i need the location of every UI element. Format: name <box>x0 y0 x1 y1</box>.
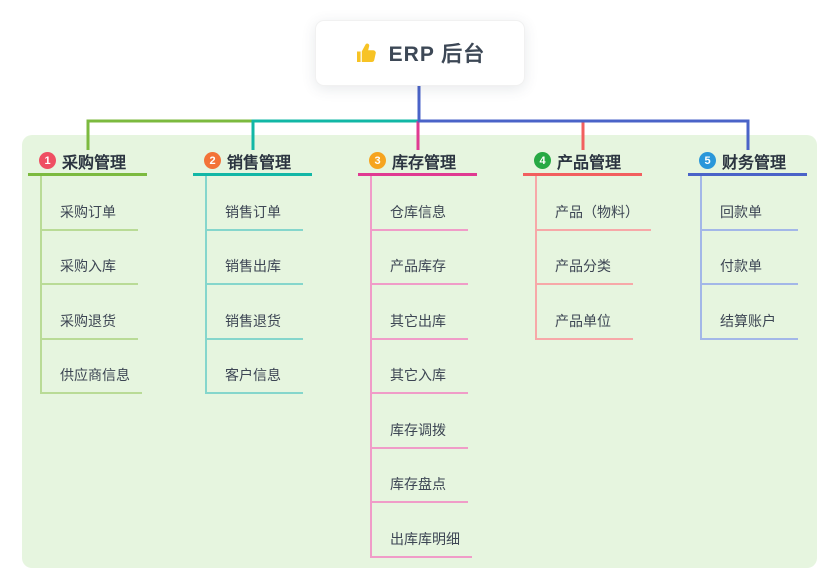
child-node[interactable]: 采购退货 <box>42 311 138 340</box>
child-node[interactable]: 结算账户 <box>702 311 798 340</box>
branch-node[interactable]: 2 销售管理 <box>193 148 312 176</box>
child-node[interactable]: 出库库明细 <box>372 529 472 558</box>
child-node[interactable]: 采购入库 <box>42 256 138 285</box>
child-node[interactable]: 产品库存 <box>372 256 468 285</box>
branch-label: 销售管理 <box>227 154 292 172</box>
child-node-row: 销售订单 <box>207 176 323 231</box>
branch-label: 库存管理 <box>392 154 457 172</box>
branch-number-badge: 2 <box>204 152 221 169</box>
child-node[interactable]: 付款单 <box>702 256 798 285</box>
child-node-row: 产品库存 <box>372 231 488 285</box>
branch-children: 回款单 付款单 结算账户 <box>700 176 818 340</box>
branch-children: 产品（物料） 产品分类 产品单位 <box>535 176 653 340</box>
branch-column: 3 库存管理 仓库信息 产品库存 其它出库 其它入库 库存调拨 库存盘点 出库库… <box>358 148 488 558</box>
branch-column: 5 财务管理 回款单 付款单 结算账户 <box>688 148 818 340</box>
child-node-row: 其它出库 <box>372 285 488 340</box>
branch-node[interactable]: 4 产品管理 <box>523 148 642 176</box>
child-node[interactable]: 仓库信息 <box>372 202 468 231</box>
thumbs-up-icon <box>355 41 379 65</box>
child-node[interactable]: 销售退货 <box>207 311 303 340</box>
branch-label: 财务管理 <box>722 154 787 172</box>
child-node[interactable]: 其它出库 <box>372 311 468 340</box>
root-node[interactable]: ERP 后台 <box>315 20 525 86</box>
child-node-row: 库存盘点 <box>372 449 488 503</box>
child-node-row: 采购入库 <box>42 231 158 285</box>
branch-children: 销售订单 销售出库 销售退货 客户信息 <box>205 176 323 394</box>
child-node-row: 客户信息 <box>207 340 323 394</box>
branch-node[interactable]: 3 库存管理 <box>358 148 477 176</box>
child-node-row: 产品分类 <box>537 231 653 285</box>
child-node[interactable]: 供应商信息 <box>42 365 142 394</box>
branch-children: 仓库信息 产品库存 其它出库 其它入库 库存调拨 库存盘点 出库库明细 <box>370 176 488 558</box>
child-node[interactable]: 库存盘点 <box>372 474 468 503</box>
branch-node[interactable]: 1 采购管理 <box>28 148 147 176</box>
child-node[interactable]: 库存调拨 <box>372 420 468 449</box>
child-node-row: 仓库信息 <box>372 176 488 231</box>
child-node[interactable]: 采购订单 <box>42 202 138 231</box>
branch-number-badge: 4 <box>534 152 551 169</box>
branch-node[interactable]: 5 财务管理 <box>688 148 807 176</box>
branch-number-badge: 5 <box>699 152 716 169</box>
branch-children: 采购订单 采购入库 采购退货 供应商信息 <box>40 176 158 394</box>
child-node-row: 采购退货 <box>42 285 158 340</box>
branch-label: 采购管理 <box>62 154 127 172</box>
branch-column: 2 销售管理 销售订单 销售出库 销售退货 客户信息 <box>193 148 323 394</box>
branch-column: 1 采购管理 采购订单 采购入库 采购退货 供应商信息 <box>28 148 158 394</box>
child-node[interactable]: 产品单位 <box>537 311 633 340</box>
child-node[interactable]: 产品分类 <box>537 256 633 285</box>
child-node-row: 产品（物料） <box>537 176 653 231</box>
child-node[interactable]: 其它入库 <box>372 365 468 394</box>
child-node-row: 回款单 <box>702 176 818 231</box>
root-node-label: ERP 后台 <box>388 43 486 66</box>
branch-number-badge: 3 <box>369 152 386 169</box>
branch-number-badge: 1 <box>39 152 56 169</box>
child-node[interactable]: 回款单 <box>702 202 798 231</box>
child-node-row: 出库库明细 <box>372 503 488 558</box>
child-node[interactable]: 客户信息 <box>207 365 303 394</box>
child-node[interactable]: 销售订单 <box>207 202 303 231</box>
child-node-row: 库存调拨 <box>372 394 488 449</box>
branch-column: 4 产品管理 产品（物料） 产品分类 产品单位 <box>523 148 653 340</box>
branch-label: 产品管理 <box>557 154 622 172</box>
child-node-row: 销售退货 <box>207 285 323 340</box>
branches-panel: 1 采购管理 采购订单 采购入库 采购退货 供应商信息 2 销售管理 销售订单 … <box>22 135 817 568</box>
child-node-row: 结算账户 <box>702 285 818 340</box>
child-node[interactable]: 销售出库 <box>207 256 303 285</box>
child-node-row: 供应商信息 <box>42 340 158 394</box>
child-node-row: 付款单 <box>702 231 818 285</box>
child-node[interactable]: 产品（物料） <box>537 202 651 231</box>
child-node-row: 其它入库 <box>372 340 488 394</box>
child-node-row: 采购订单 <box>42 176 158 231</box>
child-node-row: 产品单位 <box>537 285 653 340</box>
child-node-row: 销售出库 <box>207 231 323 285</box>
